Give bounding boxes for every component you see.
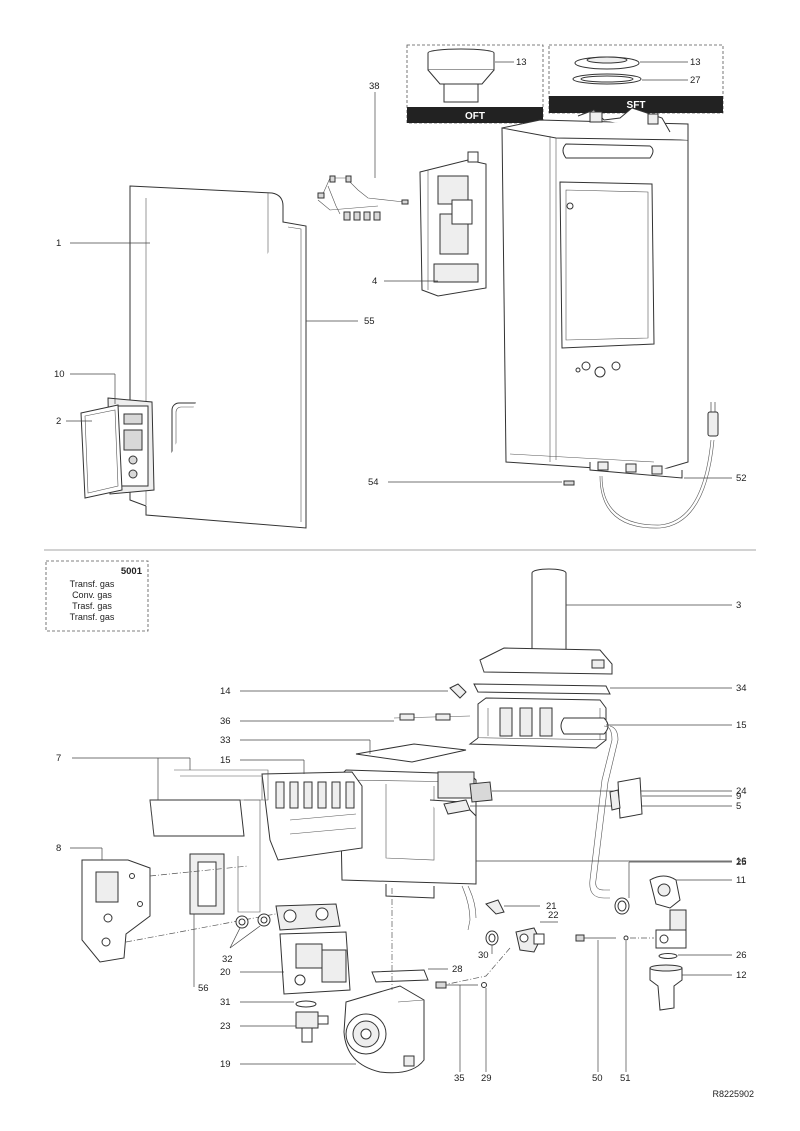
gas-inlet xyxy=(295,1011,329,1043)
callout-23: 23 xyxy=(220,1021,231,1032)
legend-code: 5001 xyxy=(121,566,143,577)
panel-cover xyxy=(80,404,123,499)
drawing-reference: R8225902 xyxy=(712,1089,754,1099)
filter-washer xyxy=(658,953,678,959)
cold-water-inlet xyxy=(649,964,683,1011)
water-probe xyxy=(575,934,654,942)
callout-26: 26 xyxy=(736,950,747,961)
ignition-module xyxy=(609,777,643,819)
overheat-thermostat xyxy=(443,799,471,815)
ignition-electrode xyxy=(393,713,471,721)
callout-15-burner: 15 xyxy=(220,755,231,766)
electronics-box xyxy=(419,151,487,297)
heat-exchanger xyxy=(468,697,609,749)
callout-7: 7 xyxy=(56,753,61,764)
callout-8: 8 xyxy=(56,843,61,854)
legend-line-2: Conv. gas xyxy=(72,590,112,600)
callout-21: 21 xyxy=(546,901,557,912)
callout-32: 32 xyxy=(222,954,233,965)
gas-conversion-legend: 5001 Transf. gas Conv. gas Trasf. gas Tr… xyxy=(45,560,149,632)
callout-33: 33 xyxy=(220,735,231,746)
callout-31: 31 xyxy=(220,997,231,1008)
callout-51: 51 xyxy=(620,1073,631,1084)
water-pipe xyxy=(589,725,619,899)
oft-variant-box: 13 OFT xyxy=(406,44,544,124)
o-rings xyxy=(235,913,271,929)
callout-16: 16 xyxy=(736,856,747,867)
sight-glass-gasket xyxy=(189,853,225,915)
callout-14: 14 xyxy=(220,686,231,697)
burner xyxy=(261,771,363,861)
callout-55: 55 xyxy=(364,316,375,327)
chamber-gasket xyxy=(355,743,467,763)
sft-variant-box: 13 27 SFT xyxy=(548,44,724,114)
valve-cover xyxy=(81,859,151,963)
callout-27: 27 xyxy=(690,75,701,86)
callout-24: 24 xyxy=(736,786,747,797)
legend-line-1: Transf. gas xyxy=(70,579,115,589)
wiring-harness xyxy=(317,92,409,221)
callout-38: 38 xyxy=(369,81,380,92)
callout-30: 30 xyxy=(478,950,489,961)
callout-10: 10 xyxy=(54,369,65,380)
hood-gasket xyxy=(473,683,611,695)
fan-gasket xyxy=(371,969,429,983)
pipe-clip xyxy=(485,899,505,915)
callout-56: 56 xyxy=(198,983,209,994)
gas-valve xyxy=(275,903,351,995)
callout-12: 12 xyxy=(736,970,747,981)
chamber-front-panel xyxy=(149,769,269,913)
callout-36: 36 xyxy=(220,716,231,727)
valve-o-ring xyxy=(295,1000,317,1008)
callout-13-oft: 13 xyxy=(516,57,527,68)
callout-3: 3 xyxy=(736,600,741,611)
callout-9: 9 xyxy=(736,791,741,802)
sft-label: SFT xyxy=(627,100,646,111)
combustion-fan xyxy=(343,985,425,1074)
callout-1: 1 xyxy=(56,238,61,249)
callout-11: 11 xyxy=(736,875,746,886)
water-valve-assembly xyxy=(649,875,687,949)
callout-5: 5 xyxy=(736,801,741,812)
callout-50: 50 xyxy=(592,1073,603,1084)
callout-34: 34 xyxy=(736,683,747,694)
callout-13-sft: 13 xyxy=(690,57,701,68)
thermal-fuse xyxy=(469,781,493,803)
sensor-clip xyxy=(449,683,467,699)
washer-30 xyxy=(485,930,499,946)
callout-22: 22 xyxy=(548,910,559,921)
power-cable xyxy=(599,402,719,529)
water-connector xyxy=(515,927,545,953)
washer-25 xyxy=(614,897,630,915)
callout-35: 35 xyxy=(454,1073,465,1084)
flue-hood xyxy=(479,568,613,675)
legend-line-3: Trasf. gas xyxy=(72,601,112,611)
callout-19: 19 xyxy=(220,1059,231,1070)
callout-52: 52 xyxy=(736,473,747,484)
callout-54: 54 xyxy=(368,477,379,488)
callout-4: 4 xyxy=(372,276,377,287)
temperature-probe xyxy=(435,981,487,989)
rear-casing xyxy=(501,107,689,479)
oft-label: OFT xyxy=(465,111,485,122)
legend-line-4: Transf. gas xyxy=(70,612,115,622)
callout-29: 29 xyxy=(481,1073,492,1084)
callout-28: 28 xyxy=(452,964,463,975)
screw xyxy=(563,480,575,486)
callout-2: 2 xyxy=(56,416,61,427)
callout-25: 25 xyxy=(736,857,747,868)
callout-15-exchanger: 15 xyxy=(736,720,747,731)
callout-20: 20 xyxy=(220,967,231,978)
gasket-frame xyxy=(145,221,307,529)
